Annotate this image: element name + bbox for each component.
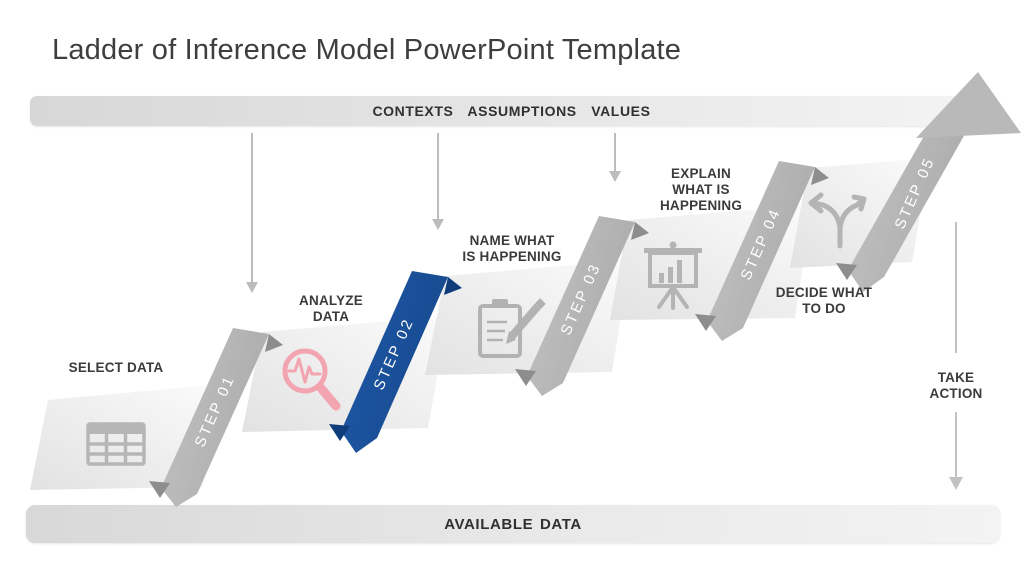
- ribbon-fold: [836, 263, 857, 280]
- magnifier-pulse-icon: [282, 348, 341, 411]
- ribbon-fold: [811, 167, 829, 185]
- presentation-chart-icon: [644, 241, 702, 310]
- step-3-label: NAME WHAT IS HAPPENING: [462, 233, 562, 264]
- ribbon-step-2-highlighted: [329, 271, 462, 453]
- ribbon-step-5-arrow: [836, 72, 1021, 292]
- step-4-label: EXPLAIN WHAT IS HAPPENING: [659, 166, 743, 213]
- ribbon-step-4: [695, 161, 829, 341]
- ribbon-fold: [329, 424, 350, 441]
- step-5-label: DECIDE WHAT TO DO: [775, 285, 873, 316]
- step-1-label: SELECT DATA: [68, 360, 164, 376]
- contexts-bar-label: CONTEXTS ASSUMPTIONS VALUES: [372, 103, 651, 119]
- available-data-bar: AVAILABLE DATA: [26, 505, 1000, 543]
- ribbon-fold: [515, 369, 536, 386]
- branching-arrows-icon: [808, 192, 867, 249]
- data-table-icon: [86, 422, 146, 466]
- context-arrow-2: [432, 133, 444, 230]
- available-data-bar-label: AVAILABLE DATA: [444, 515, 582, 533]
- clipboard-pencil-icon: [478, 298, 546, 358]
- take-action-label: TAKE ACTION: [929, 370, 983, 401]
- context-arrow-1: [246, 133, 258, 293]
- slide-title: Ladder of Inference Model PowerPoint Tem…: [52, 34, 682, 66]
- ribbon-fold: [631, 222, 649, 240]
- take-action-arrow: [949, 222, 963, 490]
- context-arrow-3: [609, 133, 621, 182]
- ribbon-fold: [265, 334, 283, 352]
- ribbon-fold: [444, 277, 462, 295]
- step-2-label: ANALYZE DATA: [299, 293, 363, 324]
- ribbon-fold: [695, 314, 716, 331]
- arrow-head: [916, 72, 1021, 138]
- ribbon-fold: [149, 481, 170, 498]
- ribbon-step-1: [149, 328, 283, 507]
- ribbon-step-3: [515, 216, 649, 396]
- contexts-bar: CONTEXTS ASSUMPTIONS VALUES: [30, 96, 993, 126]
